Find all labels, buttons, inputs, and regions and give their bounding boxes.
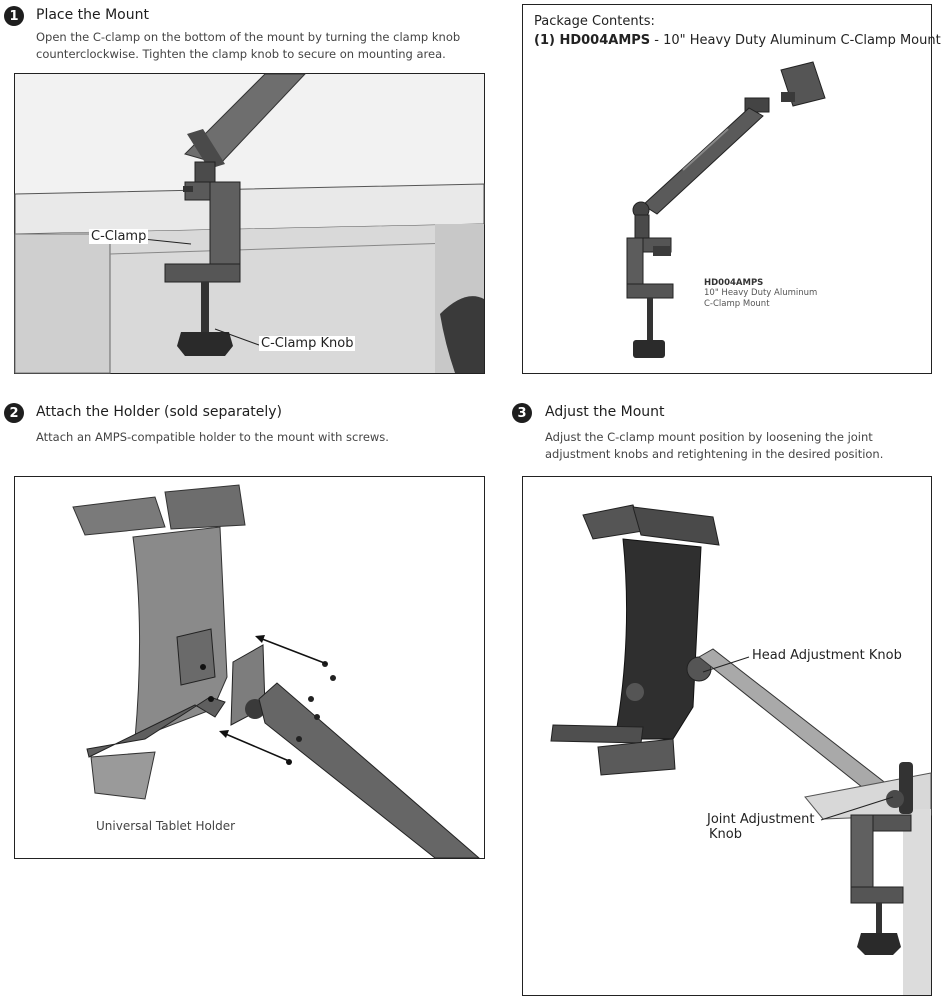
step-3-illustration: Head Adjustment Knob Joint Adjustment Kn… bbox=[522, 476, 932, 996]
package-caption-model: HD004AMPS bbox=[704, 278, 764, 288]
step-2-title: Attach the Holder (sold separately) bbox=[36, 404, 283, 420]
callout-c-clamp-knob: C-Clamp Knob bbox=[259, 336, 356, 351]
step-1-number: 1 bbox=[4, 6, 24, 26]
attach-holder-drawing bbox=[72, 484, 481, 859]
step-3-number: 3 bbox=[512, 403, 532, 423]
step-3-title: Adjust the Mount bbox=[545, 404, 665, 420]
package-contents-heading: Package Contents: bbox=[534, 14, 655, 29]
step-3-description: Adjust the C-clamp mount position by loo… bbox=[545, 429, 883, 463]
callout-joint-adjustment-knob: Joint Adjustment Knob bbox=[707, 812, 815, 842]
step-1-description-line: Open the C-clamp on the bottom of the mo… bbox=[36, 30, 461, 44]
step-2-illustration: Universal Tablet Holder bbox=[14, 476, 485, 859]
package-item-desc: - 10" Heavy Duty Aluminum C-Clamp Mount bbox=[650, 33, 941, 48]
package-caption-line: 10" Heavy Duty Aluminum bbox=[704, 288, 818, 298]
step-2-number: 2 bbox=[4, 403, 24, 423]
package-item: (1) HD004AMPS - 10" Heavy Duty Aluminum … bbox=[534, 33, 941, 48]
step-1-title: Place the Mount bbox=[36, 7, 149, 23]
step-1-illustration: C-Clamp C-Clamp Knob bbox=[14, 73, 485, 374]
holder-caption: Universal Tablet Holder bbox=[96, 819, 236, 833]
step-1-description: Open the C-clamp on the bottom of the mo… bbox=[36, 29, 460, 63]
callout-c-clamp: C-Clamp bbox=[89, 229, 149, 244]
callout-joint-line: Knob bbox=[709, 827, 742, 842]
mount-product-drawing bbox=[626, 61, 826, 358]
package-item-qty: (1) HD004AMPS bbox=[534, 33, 651, 48]
adjust-mount-drawing bbox=[550, 504, 932, 995]
package-contents-panel: Package Contents: (1) HD004AMPS - 10" He… bbox=[522, 4, 941, 374]
package-caption: HD004AMPS 10" Heavy Duty Aluminum C-Clam… bbox=[704, 278, 817, 310]
package-caption-line: C-Clamp Mount bbox=[704, 299, 770, 309]
step-2-description: Attach an AMPS-compatible holder to the … bbox=[36, 430, 389, 444]
step-1-description-line: counterclockwise. Tighten the clamp knob… bbox=[36, 47, 446, 61]
callout-head-adjustment-knob: Head Adjustment Knob bbox=[752, 648, 902, 663]
step-3-description-line: Adjust the C-clamp mount position by loo… bbox=[545, 430, 873, 444]
clamp-on-desk-drawing bbox=[14, 73, 485, 374]
callout-joint-line: Joint Adjustment bbox=[707, 812, 815, 827]
step-3-description-line: adjustment knobs and retightening in the… bbox=[545, 447, 884, 461]
